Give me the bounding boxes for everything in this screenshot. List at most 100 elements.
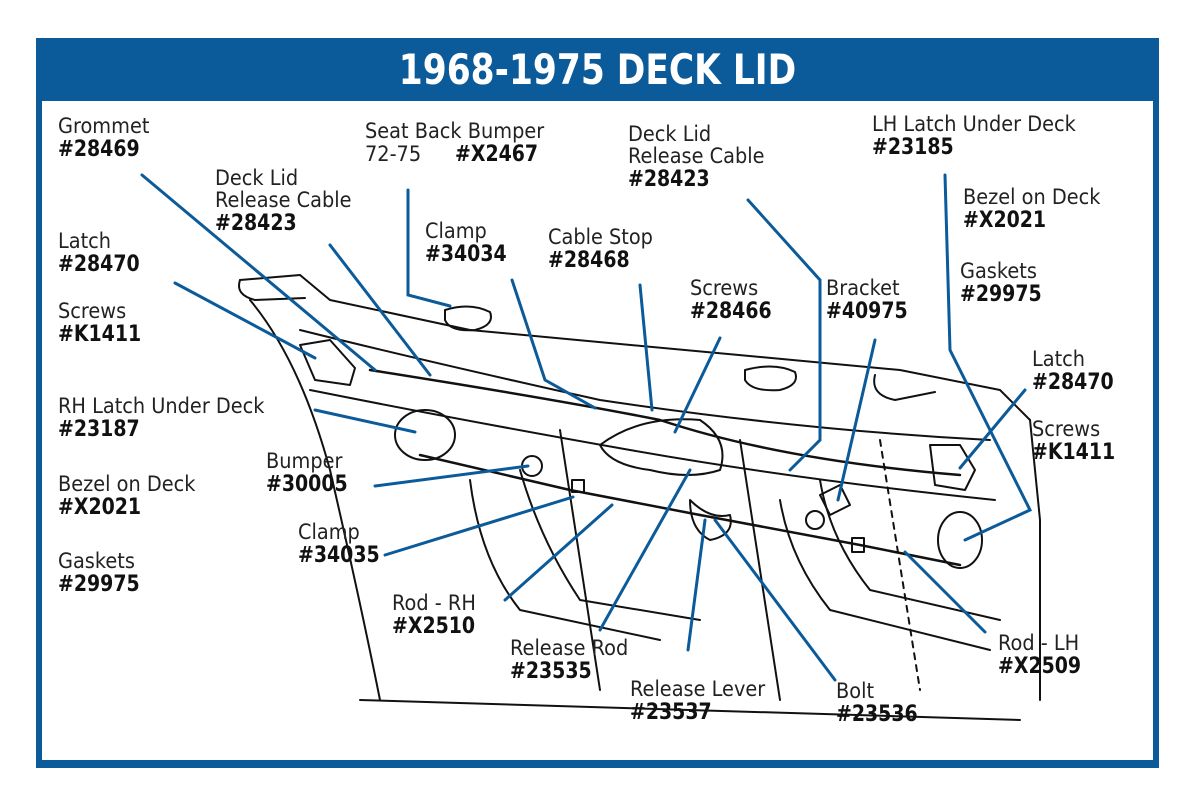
label-bezel-lh-name: Bezel on Deck [963, 185, 1101, 209]
label-cable-stop-name: Cable Stop [548, 225, 653, 249]
label-grommet-part: #28469 [58, 137, 140, 163]
label-lh-latch-under-deck-name: LH Latch Under Deck [872, 112, 1076, 136]
label-cable-stop: Cable Stop #28468 [548, 226, 662, 272]
label-clamp-34035-name: Clamp [298, 520, 360, 544]
label-bezel-rh: Bezel on Deck #X2021 [58, 473, 207, 519]
diagram-panel [42, 101, 1153, 760]
leader-bumper [373, 464, 530, 488]
leader-clamp-34035 [383, 495, 575, 557]
label-latch-lh-name: Latch [1032, 347, 1086, 371]
label-bezel-lh: Bezel on Deck #X2021 [963, 186, 1112, 232]
bracket-shape [819, 484, 851, 516]
label-cable-lh: Deck Lid Release Cable #28423 [628, 123, 776, 191]
release-mechanism-shape [599, 418, 724, 476]
label-clamp-34034-name: Clamp [425, 219, 487, 243]
label-release-rod-part: #23535 [510, 659, 592, 685]
clamp-34035-shape [571, 479, 585, 493]
label-latch-rh-name: Latch [58, 229, 112, 253]
label-cable-lh-part: #28423 [628, 167, 710, 193]
inner-contour-2 [309, 389, 996, 501]
label-rh-latch-under-deck-name: RH Latch Under Deck [58, 394, 265, 418]
release-lever-shape [689, 499, 732, 541]
label-clamp-34034: Clamp #34034 [425, 220, 520, 266]
deck-lid-right-edge [1029, 419, 1041, 701]
label-seat-back-bumper-name: Seat Back Bumper [365, 119, 545, 143]
label-rod-rh-name: Rod - RH [392, 591, 476, 615]
release-cable [368, 368, 962, 477]
label-seat-back-bumper: Seat Back Bumper 72-75 #X2467 [365, 120, 560, 166]
label-clamp-34035-part: #34035 [298, 543, 380, 569]
deck-lid-left-edge [249, 299, 381, 701]
leader-bracket [836, 338, 877, 502]
label-gaskets-rh-name: Gaskets [58, 549, 135, 573]
label-latch-rh-part: #28470 [58, 252, 140, 278]
label-bezel-rh-part: #X2021 [58, 495, 142, 521]
label-cable-lh-line1: Deck Lid [628, 122, 712, 146]
label-bracket: Bracket #40975 [826, 277, 921, 323]
label-cable-rh-part: #28423 [215, 211, 297, 237]
label-screws-lh-name: Screws [1032, 417, 1101, 441]
leader-seat-back-bumper [406, 188, 452, 308]
leader-cable-rh [328, 243, 432, 377]
leader-screws-28466 [673, 336, 722, 434]
leader-rod-lh [903, 550, 987, 634]
label-release-lever-part: #23537 [630, 700, 712, 726]
deck-lid-bottom-edge [359, 699, 1021, 721]
rod-lh-shape [698, 513, 962, 567]
label-release-rod: Release Rod #23535 [510, 637, 639, 683]
leader-latch-rh [173, 281, 317, 360]
label-gaskets-lh-name: Gaskets [960, 259, 1037, 283]
leader-rod-rh [503, 503, 614, 602]
label-release-rod-name: Release Rod [510, 636, 629, 660]
label-gaskets-lh: Gaskets #29975 [960, 260, 1055, 306]
label-lh-latch-under-deck: LH Latch Under Deck #23185 [872, 113, 1094, 159]
leader-release-rod [598, 468, 692, 632]
leader-cable-lh [746, 198, 822, 472]
inner-contour-4 [519, 469, 701, 621]
inner-contour-7 [559, 429, 601, 691]
label-rh-latch-under-deck-part: #23187 [58, 417, 140, 443]
leader-grommet [140, 173, 377, 372]
label-cable-lh-line2: Release Cable [628, 144, 765, 169]
label-bezel-lh-part: #X2021 [963, 208, 1047, 234]
label-seat-back-bumper-part: #X2467 [454, 142, 538, 168]
label-bracket-part: #40975 [826, 299, 908, 325]
label-bumper: Bumper #30005 [266, 450, 361, 496]
deck-lid-right-tab [873, 374, 936, 401]
label-bezel-rh-name: Bezel on Deck [58, 472, 196, 496]
inner-contour-1 [299, 329, 991, 441]
inner-contour-5 [779, 499, 991, 651]
clamp-rod-lh-shape [851, 537, 865, 553]
label-latch-lh-part: #28470 [1032, 370, 1114, 396]
label-release-lever: Release Lever #23537 [630, 678, 777, 724]
lh-latch-opening [937, 511, 983, 569]
label-cable-rh-line2: Release Cable [215, 188, 352, 213]
lh-latch-shape [929, 444, 976, 491]
label-rh-latch-under-deck: RH Latch Under Deck #23187 [58, 395, 282, 441]
leader-bolt [713, 518, 837, 682]
leader-release-lever [686, 518, 707, 652]
label-screws-rh: Screws #K1411 [58, 300, 155, 346]
inner-contour-9 [879, 439, 921, 691]
label-clamp-34035: Clamp #34035 [298, 521, 393, 567]
label-screws-28466: Screws #28466 [690, 277, 785, 323]
label-bumper-name: Bumper [266, 449, 343, 473]
label-bumper-part: #30005 [266, 472, 348, 498]
label-screws-28466-part: #28466 [690, 299, 772, 325]
bracket-round [805, 510, 825, 530]
label-grommet-name: Grommet [58, 114, 150, 138]
diagram-title: 1968-1975 DECK LID [398, 45, 797, 94]
label-screws-lh: Screws #K1411 [1032, 418, 1129, 464]
label-bolt-part: #23536 [836, 702, 918, 728]
label-rod-lh-name: Rod - LH [998, 631, 1080, 655]
label-cable-rh: Deck Lid Release Cable #28423 [215, 167, 363, 235]
label-gaskets-rh-part: #29975 [58, 572, 140, 598]
label-cable-rh-line1: Deck Lid [215, 166, 299, 190]
label-rod-lh: Rod - LH #X2509 [998, 632, 1095, 678]
inner-contour-3 [469, 479, 661, 641]
rh-latch-opening [394, 409, 456, 461]
rh-latch-shape [299, 339, 356, 386]
label-release-lever-name: Release Lever [630, 677, 766, 701]
label-gaskets-rh: Gaskets #29975 [58, 550, 153, 596]
label-bolt: Bolt #23536 [836, 680, 931, 726]
